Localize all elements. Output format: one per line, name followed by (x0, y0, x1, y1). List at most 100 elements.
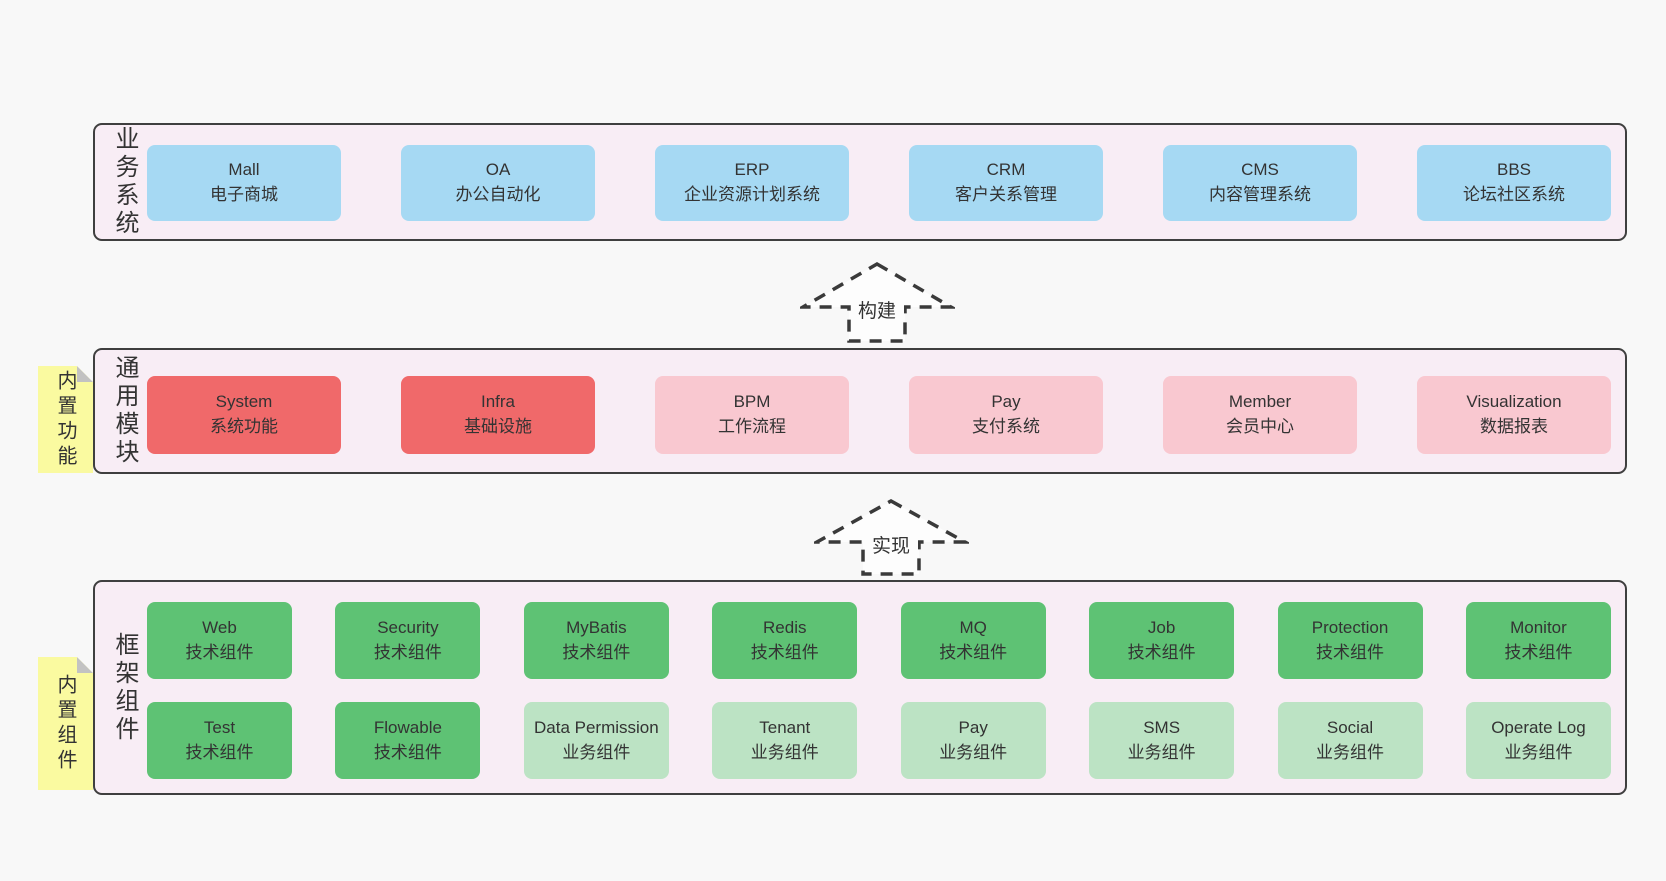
box-visualization: Visualization 数据报表 (1417, 376, 1611, 454)
common-modules-band: 通用模块 System 系统功能 Infra 基础设施 BPM 工作流程 Pay… (93, 348, 1627, 474)
note-fold-icon (77, 366, 93, 382)
box-subtitle: 工作流程 (718, 417, 786, 436)
business-systems-band-label: 业务系统 (111, 126, 138, 238)
box-bpm: BPM 工作流程 (655, 376, 849, 454)
box-subtitle: 技术组件 (185, 742, 254, 762)
box-title: BBS (1496, 160, 1532, 180)
note-text: 内置功能 (54, 369, 76, 470)
box-subtitle: 电子商城 (210, 185, 278, 204)
box-title: Pay (991, 392, 1021, 412)
build-arrow-label: 构建 (858, 300, 896, 322)
box-subtitle: 业务组件 (562, 742, 631, 762)
implement-arrow-up-icon: 实现 (814, 498, 969, 576)
box-subtitle: 业务组件 (939, 742, 1008, 762)
box-title: System (215, 392, 273, 412)
implement-arrow-label: 实现 (872, 535, 910, 557)
box-title: Web (202, 617, 237, 637)
box-title: OA (485, 160, 511, 180)
box-bbs: BBS 论坛社区系统 (1417, 145, 1611, 221)
box-title: Job (1147, 617, 1176, 637)
box-social: Social 业务组件 (1277, 702, 1423, 779)
box-data-permission: Data Permission 业务组件 (523, 702, 669, 779)
framework-components-row-1: Web 技术组件 Security 技术组件 MyBatis 技术组件 Redi… (147, 602, 1611, 679)
box-operate-log: Operate Log 业务组件 (1465, 702, 1611, 779)
box-sms: SMS 业务组件 (1089, 702, 1235, 779)
framework-components-row-2: Test 技术组件 Flowable 技术组件 Data Permission … (147, 702, 1611, 779)
box-cms: CMS 内容管理系统 (1163, 145, 1357, 221)
box-title: MyBatis (566, 617, 627, 637)
box-subtitle: 业务组件 (1316, 742, 1385, 762)
box-tenant: Tenant 业务组件 (712, 702, 858, 779)
box-subtitle: 数据报表 (1480, 417, 1548, 436)
box-title: Security (377, 617, 439, 637)
framework-components-band-label: 框架组件 (111, 631, 138, 744)
box-title: Operate Log (1491, 717, 1586, 737)
box-erp: ERP 企业资源计划系统 (655, 145, 849, 221)
box-subtitle: 系统功能 (210, 417, 278, 436)
box-monitor: Monitor 技术组件 (1465, 602, 1611, 679)
business-systems-band: 业务系统 Mall 电子商城 OA 办公自动化 ERP 企业资源计划系统 CRM… (93, 123, 1627, 241)
note-fold-icon (77, 657, 93, 673)
box-crm: CRM 客户关系管理 (909, 145, 1103, 221)
box-subtitle: 技术组件 (1127, 642, 1196, 662)
box-title: Pay (958, 717, 988, 737)
box-test: Test 技术组件 (147, 702, 292, 779)
box-job: Job 技术组件 (1089, 602, 1235, 679)
box-title: CRM (986, 160, 1026, 180)
box-protection: Protection 技术组件 (1277, 602, 1423, 679)
box-subtitle: 基础设施 (464, 417, 532, 436)
box-title: BPM (733, 392, 771, 412)
box-subtitle: 技术组件 (939, 642, 1008, 662)
box-subtitle: 技术组件 (373, 742, 442, 762)
business-systems-row: Mall 电子商城 OA 办公自动化 ERP 企业资源计划系统 CRM 客户关系… (147, 145, 1611, 221)
box-subtitle: 技术组件 (750, 642, 819, 662)
box-title: Flowable (373, 717, 442, 737)
box-infra: Infra 基础设施 (401, 376, 595, 454)
box-subtitle: 办公自动化 (455, 185, 541, 204)
box-subtitle: 技术组件 (373, 642, 442, 662)
box-subtitle: 技术组件 (1504, 642, 1573, 662)
box-member: Member 会员中心 (1163, 376, 1357, 454)
box-title: Visualization (1466, 392, 1562, 412)
box-title: Member (1228, 392, 1292, 412)
box-title: SMS (1143, 717, 1181, 737)
box-title: Redis (763, 617, 807, 637)
box-redis: Redis 技术组件 (712, 602, 858, 679)
box-subtitle: 技术组件 (185, 642, 254, 662)
box-subtitle: 业务组件 (1127, 742, 1196, 762)
box-subtitle: 业务组件 (750, 742, 819, 762)
box-subtitle: 论坛社区系统 (1463, 185, 1565, 204)
build-arrow-up-icon: 构建 (800, 261, 955, 343)
box-oa: OA 办公自动化 (401, 145, 595, 221)
box-flowable: Flowable 技术组件 (335, 702, 481, 779)
box-mall: Mall 电子商城 (147, 145, 341, 221)
box-mq: MQ 技术组件 (900, 602, 1046, 679)
box-subtitle: 技术组件 (562, 642, 631, 662)
box-pay: Pay 支付系统 (909, 376, 1103, 454)
box-title: Infra (480, 392, 516, 412)
box-subtitle: 会员中心 (1226, 417, 1294, 436)
box-title: MQ (959, 617, 987, 637)
box-title: ERP (734, 160, 770, 180)
box-title: Monitor (1510, 617, 1567, 637)
box-subtitle: 业务组件 (1504, 742, 1573, 762)
box-title: Social (1326, 717, 1374, 737)
box-title: Protection (1311, 617, 1389, 637)
box-title: Mall (228, 160, 260, 180)
framework-components-band: 框架组件 Web 技术组件 Security 技术组件 MyBatis 技术组件… (93, 580, 1627, 795)
box-title: Data Permission (533, 717, 659, 737)
box-title: Tenant (759, 717, 811, 737)
box-system: System 系统功能 (147, 376, 341, 454)
box-pay-biz: Pay 业务组件 (900, 702, 1046, 779)
box-security: Security 技术组件 (335, 602, 481, 679)
note-text: 内置组件 (54, 673, 76, 774)
box-title: Test (203, 717, 236, 737)
box-title: CMS (1241, 160, 1279, 180)
sticky-note-builtin-components: 内置组件 (38, 657, 93, 790)
box-subtitle: 企业资源计划系统 (684, 185, 820, 204)
box-subtitle: 客户关系管理 (955, 185, 1057, 204)
box-web: Web 技术组件 (147, 602, 292, 679)
box-subtitle: 支付系统 (972, 417, 1040, 436)
sticky-note-builtin-features: 内置功能 (38, 366, 93, 473)
common-modules-band-label: 通用模块 (111, 355, 138, 467)
